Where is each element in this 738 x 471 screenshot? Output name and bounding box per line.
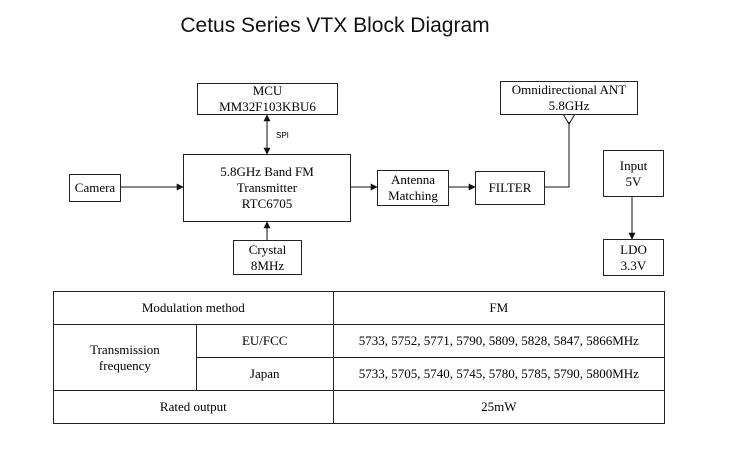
camera-label: Camera <box>74 180 116 195</box>
input-block: Input 5V <box>603 150 664 197</box>
transmitter-label: Transmitter <box>236 180 298 195</box>
rated-output-label-cell: Rated output <box>53 390 334 424</box>
ldo-block: LDO 3.3V <box>603 239 664 276</box>
antenna-symbol <box>562 113 576 125</box>
modulation-label-cell: Modulation method <box>53 291 334 325</box>
frequency-label-cell: Transmission frequency <box>53 324 197 391</box>
crystal-block: Crystal 8MHz <box>233 240 302 275</box>
antenna-matching-block: Antenna Matching <box>377 170 449 206</box>
table-row: Japan 5733, 5705, 5740, 5745, 5780, 5785… <box>54 357 666 391</box>
table-row: Transmission frequency EU/FCC 5733, 5752… <box>53 324 666 391</box>
camera-block: Camera <box>69 174 121 202</box>
antenna-matching-line1: Antenna <box>390 172 436 187</box>
crystal-label: Crystal <box>248 241 287 257</box>
modulation-value-cell: FM <box>332 291 666 325</box>
filter-to-antenna-line <box>545 122 570 188</box>
ldo-voltage: 3.3V <box>620 257 647 273</box>
antenna-matching-line2: Matching <box>388 188 438 203</box>
transmitter-block: 5.8GHz Band FM Transmitter RTC6705 <box>183 154 351 222</box>
transmitter-band: 5.8GHz Band FM <box>220 164 314 179</box>
table-row: Rated output 25mW <box>53 390 666 424</box>
ldo-label: LDO <box>620 241 647 257</box>
input-label: Input <box>619 157 648 173</box>
antenna-block: Omnidirectional ANT 5.8GHz <box>500 81 638 115</box>
transmitter-part-number: RTC6705 <box>241 196 293 211</box>
rated-output-value-cell: 25mW <box>332 390 666 424</box>
frequency-label-line2: frequency <box>98 357 151 373</box>
filter-block: FILTER <box>475 171 545 205</box>
antenna-label: Omnidirectional ANT <box>511 82 627 97</box>
mcu-label: MCU <box>252 83 283 98</box>
frequency-label-line1: Transmission <box>90 341 160 357</box>
spi-label: SPI <box>276 131 289 140</box>
diagram-title: Cetus Series VTX Block Diagram <box>180 14 490 37</box>
table-row: Modulation method FM <box>53 291 666 325</box>
japan-values-cell: 5733, 5705, 5740, 5745, 5780, 5785, 5790… <box>332 357 666 391</box>
crystal-frequency: 8MHz <box>250 257 285 273</box>
input-voltage: 5V <box>625 173 642 189</box>
spec-table: Modulation method FM Transmission freque… <box>53 291 666 424</box>
japan-label-cell: Japan <box>195 357 334 391</box>
mcu-block: MCU MM32F103KBU6 <box>197 83 338 115</box>
mcu-part-number: MM32F103KBU6 <box>219 99 316 114</box>
filter-label: FILTER <box>488 180 532 195</box>
antenna-frequency: 5.8GHz <box>548 98 590 113</box>
eu-fcc-values-cell: 5733, 5752, 5771, 5790, 5809, 5828, 5847… <box>332 324 666 358</box>
eu-fcc-label-cell: EU/FCC <box>195 324 334 358</box>
